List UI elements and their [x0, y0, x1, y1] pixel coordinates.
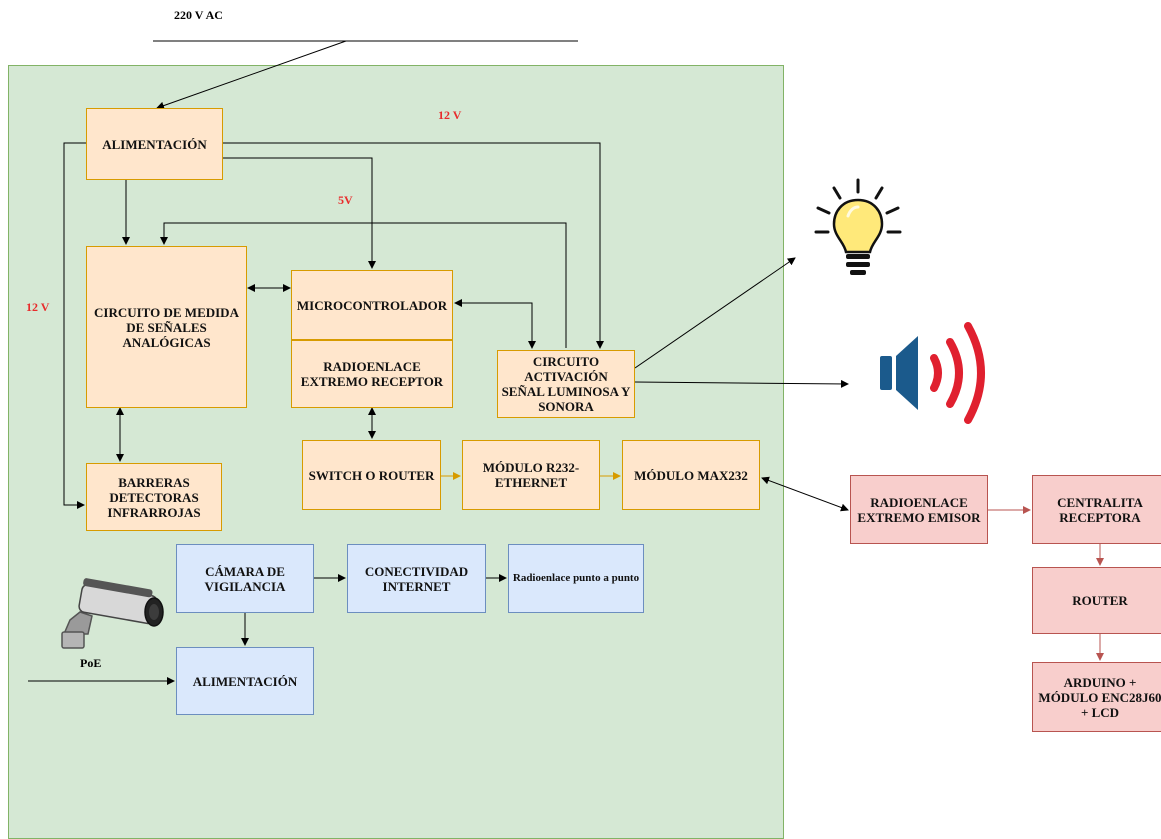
voltage-5v-label: 5V: [338, 193, 353, 207]
poe-label: PoE: [80, 656, 102, 670]
microcontroller-block: MICROCONTROLADOR: [291, 270, 453, 340]
analog-measurement-block: CIRCUITO DE MEDIDA DE SEÑALES ANALÓGICAS: [86, 246, 247, 408]
ac-input-label: 220 V AC: [174, 8, 223, 22]
voltage-12v-label-top: 12 V: [438, 108, 462, 122]
radio-emitter-block: RADIOENLACE EXTREMO EMISOR: [850, 475, 988, 544]
router-block: ROUTER: [1032, 567, 1161, 634]
max232-block: MÓDULO MAX232: [622, 440, 760, 510]
switch-router-block: SWITCH O ROUTER: [302, 440, 441, 510]
r232-ethernet-block: MÓDULO R232-ETHERNET: [462, 440, 600, 510]
point-to-point-radio-block: Radioenlace punto a punto: [508, 544, 644, 613]
arduino-block: ARDUINO + MÓDULO ENC28J60 + LCD: [1032, 662, 1161, 732]
infrared-barriers-block: BARRERAS DETECTORAS INFRARROJAS: [86, 463, 222, 531]
receiver-switchboard-block: CENTRALITA RECEPTORA: [1032, 475, 1161, 544]
surveillance-camera-block: CÁMARA DE VIGILANCIA: [176, 544, 314, 613]
power-supply-block: ALIMENTACIÓN: [86, 108, 223, 180]
radio-receiver-block: RADIOENLACE EXTREMO RECEPTOR: [291, 340, 453, 408]
internet-connectivity-block: CONECTIVIDAD INTERNET: [347, 544, 486, 613]
voltage-12v-label-left: 12 V: [26, 300, 50, 314]
security-camera-icon: [61, 578, 164, 649]
signal-activation-block: CIRCUITO ACTIVACIÓN SEÑAL LUMINOSA Y SON…: [497, 350, 635, 418]
light-bulb-icon: [814, 178, 902, 275]
camera-power-block: ALIMENTACIÓN: [176, 647, 314, 715]
speaker-icon: [880, 322, 985, 424]
